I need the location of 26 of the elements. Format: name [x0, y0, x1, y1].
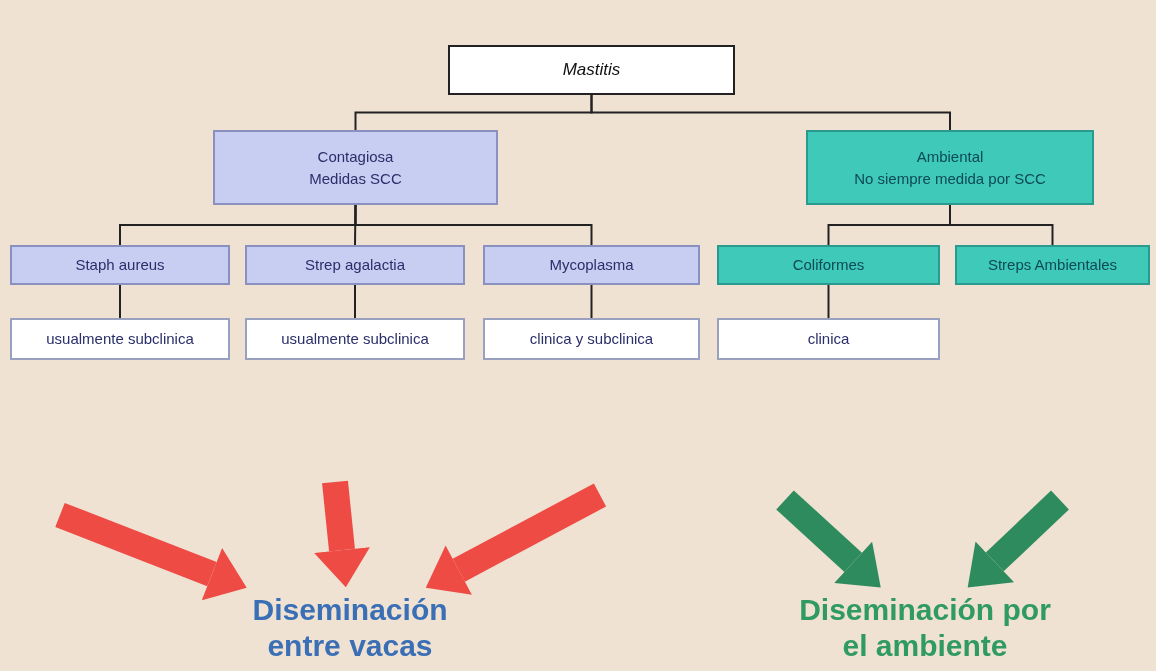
block-arrow	[425, 483, 607, 595]
connector-line	[590, 94, 951, 131]
block-arrow	[55, 502, 247, 601]
block-arrow	[967, 490, 1069, 588]
category-box: Staph aureus	[10, 245, 230, 285]
category-box: Ambiental No siempre medida por SCC	[806, 130, 1094, 205]
category-box: Contagiosa Medidas SCC	[213, 130, 498, 205]
category-box: Coliformes	[717, 245, 940, 285]
root-box: Mastitis	[448, 45, 735, 95]
connector-line	[590, 284, 593, 319]
outcome-box: usualmente subclinica	[245, 318, 465, 360]
caption-text: Diseminación entre vacas	[215, 588, 485, 668]
block-arrow	[314, 480, 370, 588]
connector-line	[119, 284, 121, 319]
category-box: Streps Ambientales	[955, 245, 1150, 285]
connector-line	[354, 284, 356, 319]
category-box: Strep agalactia	[245, 245, 465, 285]
block-arrow	[776, 490, 881, 588]
connector-line	[827, 284, 830, 319]
connector-line	[354, 204, 593, 246]
category-box: Mycoplasma	[483, 245, 700, 285]
outcome-box: clinica y subclinica	[483, 318, 700, 360]
connector-line	[354, 204, 357, 246]
caption-text: Diseminación por el ambiente	[790, 588, 1060, 668]
outcome-box: clinica	[717, 318, 940, 360]
outcome-box: usualmente subclinica	[10, 318, 230, 360]
